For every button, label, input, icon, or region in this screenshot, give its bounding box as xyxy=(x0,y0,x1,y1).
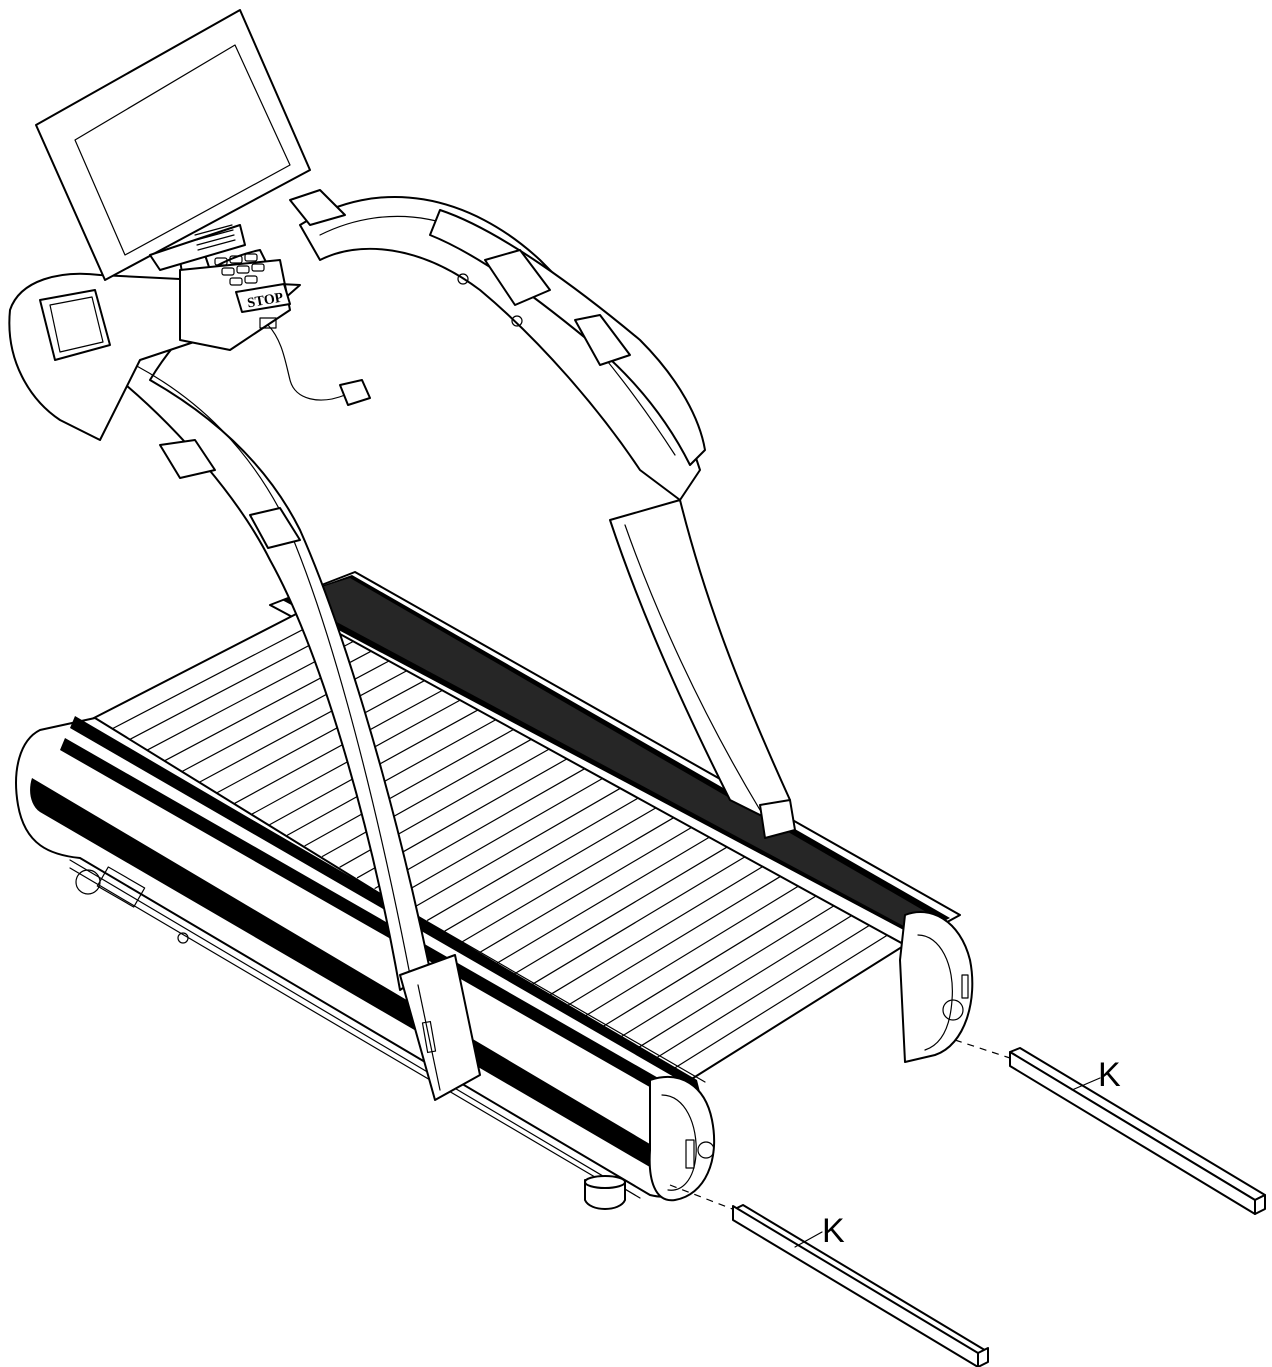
belt-slat xyxy=(286,719,497,836)
belt-slat xyxy=(531,856,746,985)
belt-slat xyxy=(566,875,782,1007)
belt-slat xyxy=(426,797,639,921)
belt-slat xyxy=(496,836,710,964)
belt-slat xyxy=(461,817,675,943)
belt-slat xyxy=(549,866,764,996)
console: STOP xyxy=(8,9,371,441)
belt-slat xyxy=(216,679,426,794)
belt-slat xyxy=(321,738,532,858)
belt-slat xyxy=(304,728,515,847)
belt-slats xyxy=(111,621,888,1070)
stop-button[interactable]: STOP xyxy=(235,283,291,313)
belt-slat xyxy=(199,670,408,783)
speaker-grille xyxy=(194,224,236,251)
part-k-left: K xyxy=(669,1184,989,1367)
keypad xyxy=(214,253,265,286)
part-label-k-right: K xyxy=(1098,1056,1121,1094)
belt-slat xyxy=(654,924,871,1060)
belt-slat xyxy=(671,934,888,1070)
belt-slat xyxy=(444,807,657,932)
belt-slat xyxy=(391,777,604,900)
belt-slat xyxy=(619,905,835,1039)
belt-slat xyxy=(479,826,693,953)
belt-slat xyxy=(234,689,443,804)
belt-slat xyxy=(584,885,799,1017)
part-k-right: K xyxy=(954,1039,1266,1215)
belt-slat xyxy=(129,630,337,740)
stop-label: STOP xyxy=(246,290,285,311)
belt-slat xyxy=(111,621,319,730)
belt-slat xyxy=(374,768,586,889)
treadmill-deck xyxy=(15,571,974,1210)
belt-slat xyxy=(409,787,621,911)
belt-slat xyxy=(601,895,817,1028)
belt-slat xyxy=(636,915,853,1049)
part-label-k-left: K xyxy=(822,1212,845,1250)
belt-slat xyxy=(514,846,728,975)
